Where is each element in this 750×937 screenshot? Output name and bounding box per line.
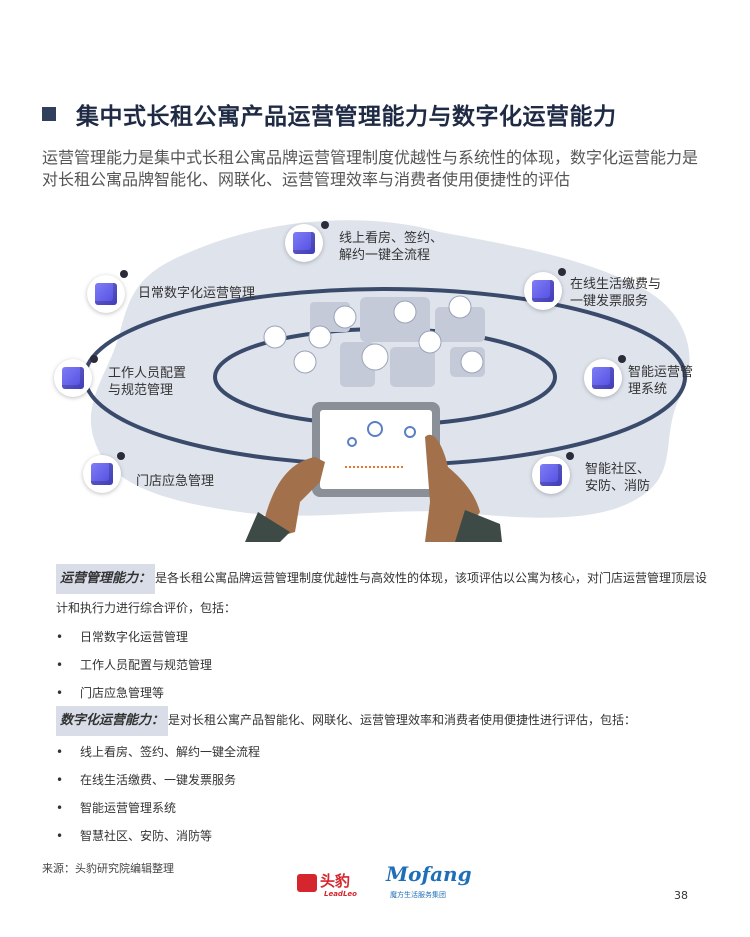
bullet-marker: • — [56, 829, 64, 843]
section2-paragraph: 数字化运营能力：是对长租公寓产品智能化、网联化、运营管理效率和消费者使用便捷性进… — [56, 706, 716, 736]
node-label-daily-digital-ops: 日常数字化运营管理 — [138, 286, 256, 301]
node-label-online-contract: 线上看房、签约、 解约一键全流程 — [339, 231, 444, 263]
node-dot — [117, 452, 125, 460]
node-dot — [90, 355, 98, 363]
node-label-emergency-mgmt: 门店应急管理 — [136, 474, 215, 489]
list-item: •在线生活缴费、一键发票服务 — [56, 773, 237, 787]
mofang-logo: Mofang 魔方生活服务集团 — [386, 862, 472, 899]
node-dot — [558, 268, 566, 276]
list-item: •门店应急管理等 — [56, 686, 165, 700]
section1-text-line1: 是各长租公寓品牌运营管理制度优越性与高效性的体现，该项评估以公寓为核心，对门店运… — [155, 571, 708, 585]
leadleo-logo: 头豹 LeadLeo — [297, 868, 367, 904]
bullet-marker: • — [56, 658, 64, 672]
bullet-marker: • — [56, 745, 64, 759]
section1-text-line2: 计和执行力进行综合评价，包括： — [56, 601, 237, 615]
list-item: •智慧社区、安防、消防等 — [56, 829, 213, 843]
node-dot — [321, 221, 329, 229]
bullet-marker: • — [56, 801, 64, 815]
list-item: •日常数字化运营管理 — [56, 630, 189, 644]
list-item: •工作人员配置与规范管理 — [56, 658, 213, 672]
bullet-marker: • — [56, 773, 64, 787]
section1-tag: 运营管理能力： — [56, 564, 156, 594]
list-item: •线上看房、签约、解约一键全流程 — [56, 745, 261, 759]
cube-icon — [524, 272, 562, 310]
node-dot — [566, 452, 574, 460]
cube-icon — [532, 456, 570, 494]
capability-diagram: 线上看房、签约、 解约一键全流程 日常数字化运营管理 工作人员配置 与规范管理 … — [40, 212, 710, 542]
cube-icon — [83, 455, 121, 493]
node-label-staff-config: 工作人员配置 与规范管理 — [108, 366, 187, 398]
source-note: 来源：头豹研究院编辑整理 — [42, 862, 174, 875]
node-dot — [618, 355, 626, 363]
node-label-online-payment: 在线生活缴费与 一键发票服务 — [570, 277, 662, 309]
title-marker — [42, 107, 56, 121]
section2-text: 是对长租公寓产品智能化、网联化、运营管理效率和消费者使用便捷性进行评估，包括： — [168, 713, 637, 727]
cube-icon — [285, 224, 323, 262]
bullet-marker: • — [56, 686, 64, 700]
bullet-marker: • — [56, 630, 64, 644]
cube-icon — [584, 359, 622, 397]
cube-icon — [87, 275, 125, 313]
section1-paragraph: 运营管理能力：是各长租公寓品牌运营管理制度优越性与高效性的体现，该项评估以公寓为… — [56, 564, 716, 594]
list-item: •智能运营管理系统 — [56, 801, 177, 815]
intro-paragraph: 运营管理能力是集中式长租公寓品牌运营管理制度优越性与系统性的体现，数字化运营能力… — [42, 148, 699, 189]
node-label-smart-ops-system: 智能运营管 理系统 — [628, 365, 694, 397]
node-label-smart-community: 智能社区、 安防、消防 — [585, 462, 651, 494]
leopard-icon — [297, 874, 317, 892]
page-title: 集中式长租公寓产品运营管理能力与数字化运营能力 — [76, 104, 617, 130]
cube-icon — [54, 359, 92, 397]
node-dot — [120, 270, 128, 278]
page-number: 38 — [674, 889, 688, 902]
section2-tag: 数字化运营能力： — [56, 706, 169, 736]
